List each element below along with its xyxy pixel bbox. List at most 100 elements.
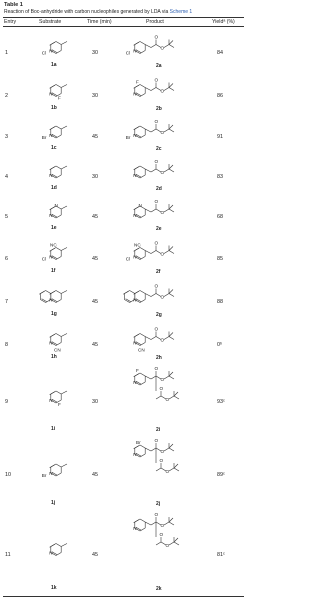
substrate-fused-ring-double-bond <box>41 298 47 302</box>
product-ring-bond <box>134 381 141 386</box>
substrate-structure: NCN <box>49 333 68 353</box>
entry-cell: 8 <box>5 341 8 348</box>
product-ring-double-bond <box>135 526 142 531</box>
yield-cell: 81ᶜ <box>217 551 225 558</box>
substrate-ring-bond <box>50 342 57 346</box>
substrate-ring-double-bond <box>49 464 55 469</box>
product-ring-bond <box>139 518 146 523</box>
product-ring-bond <box>134 174 141 179</box>
substrate-label: 1h <box>51 354 57 360</box>
time-cell: 45 <box>92 341 98 348</box>
product-nitrogen-label: N <box>133 452 136 457</box>
table-caption: Reaction of Boc-anhydride with carbon nu… <box>4 9 192 15</box>
product-ester-2-bond <box>168 541 175 546</box>
substrate-chloro-label: Cl <box>42 257 46 262</box>
product-ester-carbonyl-o: O <box>155 78 159 83</box>
substrate-label: 1a <box>51 62 57 68</box>
substrate-label: 1j <box>51 500 56 506</box>
substrate-ring-bond <box>55 165 62 170</box>
substrate-structure: N <box>39 290 68 303</box>
product-ch2-bond <box>145 447 152 452</box>
substrate-ring-bond <box>55 205 62 210</box>
product-fluoro-label: F <box>136 80 139 85</box>
yield-cell: 84 <box>217 49 223 56</box>
product-ester-bond <box>150 293 157 297</box>
product-ester-bond <box>155 521 162 526</box>
entry-cell: 6 <box>5 255 8 262</box>
product-ester-2-ester-o: O <box>166 397 170 402</box>
product-ester-carbonyl-o: O <box>155 366 159 371</box>
substrate-ring-bond <box>50 214 57 219</box>
product-ester-tbu-bond <box>168 204 174 210</box>
substrate-fused-ring-bond <box>45 299 51 303</box>
product-ester-tbu-bond <box>168 521 175 526</box>
substrate-ring-double-bond <box>49 42 55 46</box>
product-ring-double-bond <box>133 291 139 295</box>
substrate-ring-bond <box>50 472 57 477</box>
substrate-methyl-bond <box>61 125 68 130</box>
product-ester-tbu-bond <box>168 336 175 340</box>
product-ch2-bond <box>145 44 152 48</box>
substrate-structure: NCl <box>42 41 68 56</box>
product-ring-double-bond <box>135 133 142 138</box>
substrate-methyl-bond <box>61 290 68 294</box>
product-ester-ester-o: O <box>161 210 165 215</box>
product-fused-ring-double-bond <box>123 291 129 295</box>
product-ch2-bond <box>145 168 152 173</box>
product-ring-bond <box>139 93 146 97</box>
product-ring-bond <box>139 372 146 377</box>
substrate-bromo-label: Br <box>42 473 47 478</box>
substrate-bromo-label: Br <box>42 135 47 140</box>
product-ester-tbu-bond <box>168 332 174 337</box>
substrate-ring-bond <box>55 472 62 477</box>
product-ester-tbu-bond <box>168 168 175 173</box>
product-ester-bond <box>163 208 170 213</box>
product-ring-double-bond <box>133 166 139 171</box>
substrate-ring-bond <box>55 390 62 395</box>
substrate-structure: N <box>49 543 68 556</box>
product-label: 2i <box>156 427 161 433</box>
header-entry: Entry <box>4 19 17 25</box>
product-label: 2e <box>156 226 162 232</box>
product-label: 2d <box>156 186 162 192</box>
substrate-label: 1g <box>51 311 57 317</box>
product-nitrogen-label: N <box>133 380 136 385</box>
product-ester-tbu-bond <box>168 87 175 91</box>
product-bromo-label: Br <box>136 440 141 445</box>
substrate-chloro-label: Cl <box>42 51 46 56</box>
time-cell: 30 <box>92 92 98 99</box>
product-chloro-label: Cl <box>126 51 130 56</box>
substrate-ring-bond <box>50 174 57 179</box>
product-ester-2-tbu-bond <box>173 391 179 397</box>
substrate-methyl-bond <box>61 41 68 45</box>
product-structure: NOO <box>133 159 175 179</box>
substrate-ring-bond <box>55 134 62 139</box>
product-ring-bond <box>139 256 146 260</box>
time-cell: 45 <box>92 255 98 262</box>
product-label: 2g <box>156 312 162 318</box>
product-ester-carbonyl-o: O <box>155 512 159 517</box>
product-ring-double-bond <box>135 49 142 53</box>
substrate-label: 1e <box>51 225 57 231</box>
product-ester-ester-o: O <box>161 89 165 94</box>
product-ester-carbonyl-o: O <box>155 199 159 204</box>
product-ester-tbu-bond <box>168 44 175 48</box>
product-ring-double-bond <box>133 334 139 338</box>
product-ring-bond <box>134 453 141 458</box>
product-ester-carbonyl-o: O <box>155 241 159 246</box>
substrate-structure: NF <box>49 390 68 407</box>
entry-cell: 3 <box>5 134 8 140</box>
substrate-ring-double-bond <box>51 298 58 302</box>
substrate-nitrogen-label: N <box>49 341 52 346</box>
product-ester-2-bond <box>160 467 167 472</box>
product-nitrogen-label: N <box>133 341 136 346</box>
scheme-link[interactable]: Scheme 1 <box>169 9 193 15</box>
time-cell: 45 <box>92 134 98 140</box>
entry-cell: 5 <box>5 214 8 220</box>
